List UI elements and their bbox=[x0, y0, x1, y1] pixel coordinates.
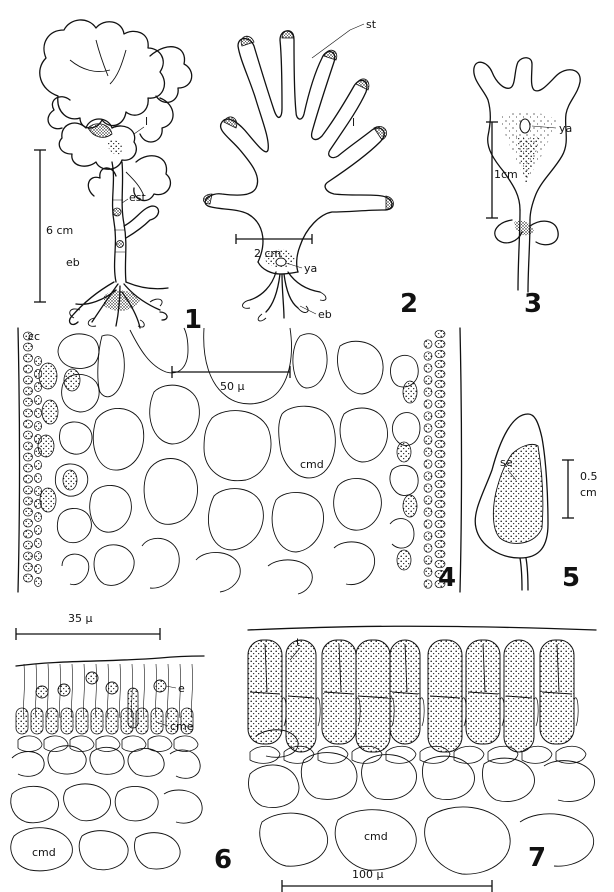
figure-6-drawing bbox=[11, 656, 204, 871]
fig3-number: 3 bbox=[524, 289, 542, 319]
fig1-label-est: est bbox=[129, 191, 146, 204]
figure-5: se 0.5 cm 5 bbox=[475, 414, 597, 593]
fig5-scale-label-value: 0.5 bbox=[580, 470, 598, 483]
fig6-scale-label: 35 μ bbox=[68, 612, 93, 625]
fig2-label-eb: eb bbox=[318, 308, 332, 321]
fig4-label-cmd: cmd bbox=[300, 458, 324, 471]
fig4-scale-label: 50 μ bbox=[220, 380, 245, 393]
fig2-scale-label: 2 cm bbox=[254, 247, 281, 260]
fig2-label-ya: ya bbox=[304, 262, 317, 275]
fig2-label-st: st bbox=[366, 18, 377, 31]
fig3-label-ya: ya bbox=[559, 122, 572, 135]
fig4-number: 4 bbox=[438, 563, 456, 593]
fig1-leader-l bbox=[134, 127, 144, 134]
fig6-number: 6 bbox=[214, 845, 232, 875]
fig6-label-cmd: cmd bbox=[32, 846, 56, 859]
fig5-number: 5 bbox=[562, 563, 580, 593]
figure-3-drawing bbox=[474, 58, 580, 292]
fig2-label-l: l bbox=[352, 116, 355, 129]
figure-1-drawing bbox=[40, 20, 192, 328]
fig5-label-se: se bbox=[500, 456, 513, 469]
figure-5-drawing bbox=[475, 414, 548, 590]
fig1-label-eb: eb bbox=[66, 256, 80, 269]
figure-4: cc cmd 50 μ 4 bbox=[18, 328, 462, 594]
figure-7: t cmd 100 μ 7 bbox=[248, 626, 596, 892]
fig6-label-e: e bbox=[178, 682, 185, 695]
fig4-label-cc: cc bbox=[28, 330, 40, 343]
fig1-leader-est bbox=[122, 199, 128, 203]
fig7-scale-label: 100 μ bbox=[352, 868, 384, 881]
figure-3: ya 1cm 3 bbox=[474, 58, 580, 319]
fig1-number: 1 bbox=[184, 305, 202, 335]
fig2-number: 2 bbox=[400, 289, 418, 319]
figure-6: 35 μ e cme cmd 6 bbox=[11, 612, 232, 875]
fig7-label-t: t bbox=[296, 636, 301, 649]
figure-4-drawing bbox=[18, 328, 462, 594]
fig3-scale-label: 1cm bbox=[494, 168, 518, 181]
figure-2-drawing bbox=[203, 31, 393, 321]
fig2-leader-st bbox=[350, 24, 364, 30]
fig6-leader-e bbox=[166, 686, 176, 688]
fig2-leader-eb bbox=[300, 306, 316, 314]
fig1-scale-label: 6 cm bbox=[46, 224, 73, 237]
figure-2: st l ya eb 2 cm 2 bbox=[203, 18, 418, 321]
fig6-label-cme: cme bbox=[170, 720, 194, 733]
fig5-scale-label-unit: cm bbox=[580, 486, 597, 499]
fig7-label-cmd: cmd bbox=[364, 830, 388, 843]
figure-7-drawing bbox=[248, 626, 596, 874]
figure-1: l est eb 6 cm 1 bbox=[34, 20, 202, 335]
fig1-label-l: l bbox=[145, 115, 148, 128]
fig7-number: 7 bbox=[528, 843, 546, 873]
